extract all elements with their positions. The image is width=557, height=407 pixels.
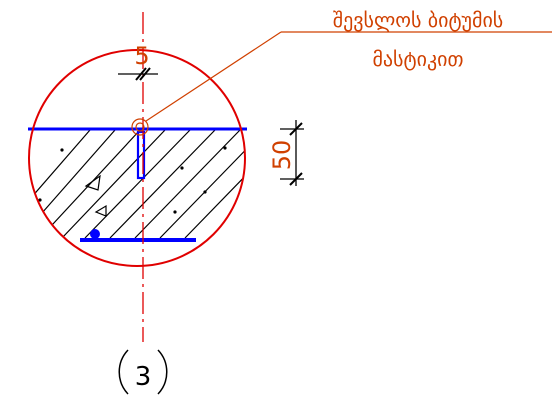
- side-dimension-value: 50: [268, 140, 296, 171]
- aggregate-marks: [38, 146, 227, 217]
- detail-circle: [28, 49, 246, 267]
- top-dimension: 5: [118, 42, 158, 81]
- callout-leader: [131, 31, 552, 136]
- callout-line-2: მასტიკით: [372, 47, 463, 71]
- top-dimension-value: 5: [134, 42, 149, 70]
- joint-sealant-slot: [136, 130, 146, 180]
- detail-marker: 3: [118, 349, 168, 395]
- detail-marker-number: 3: [135, 362, 152, 392]
- hatched-concrete-section: [29, 129, 245, 239]
- callout-line-1: შევსლოს ბიტუმის: [333, 8, 504, 32]
- rebar-dot: [90, 229, 100, 239]
- side-dimension: 50: [268, 120, 304, 186]
